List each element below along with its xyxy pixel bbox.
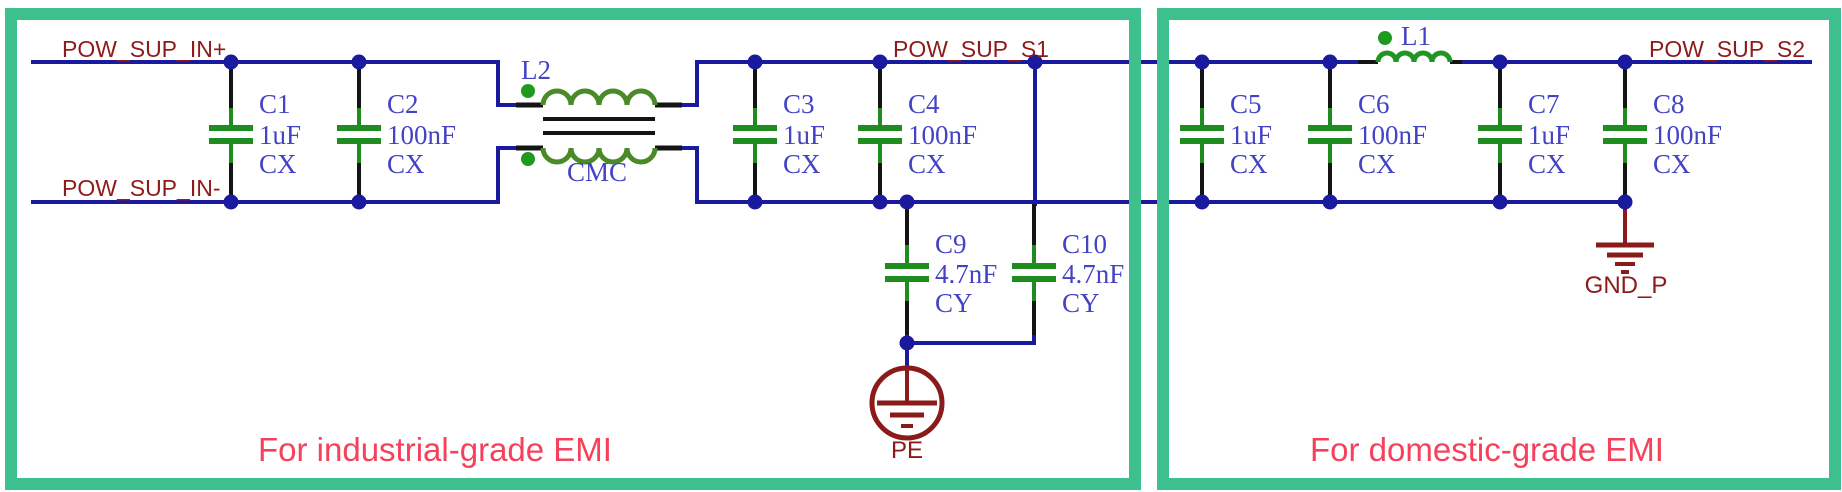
capacitor-symbol [885, 204, 929, 335]
junction-dots [223, 54, 1633, 351]
c4-type: CX [908, 149, 946, 179]
net-label-pow-sup-s1: POW_SUP_S1 [893, 36, 1049, 62]
industrial-section-border [5, 8, 1141, 490]
wire-y-cap-connector [905, 329, 1036, 345]
polarity-dot-icon [1378, 31, 1392, 45]
gnd-p-ground-icon [1596, 210, 1654, 274]
c10-type: CY [1062, 288, 1100, 318]
common-mode-choke-l2 [516, 84, 682, 166]
c4-value: 100nF [908, 120, 977, 150]
c10-ref: C10 [1062, 229, 1107, 259]
gnd-p-label: GND_P [1585, 272, 1668, 299]
capacitor-symbol [1308, 64, 1352, 200]
l2-ref: L2 [521, 55, 551, 85]
pe-label: PE [891, 437, 923, 464]
c10-value: 4.7nF [1062, 259, 1124, 289]
c8-ref: C8 [1653, 89, 1685, 119]
capacitor-c4 [858, 64, 902, 200]
polarity-dot-icon [521, 152, 535, 166]
capacitor-c10 [1012, 204, 1056, 335]
c3-ref: C3 [783, 89, 815, 119]
c2-value: 100nF [387, 120, 456, 150]
c5-value: 1uF [1230, 120, 1272, 150]
industrial-caption: For industrial-grade EMI [258, 431, 612, 468]
inductor-l1 [1358, 31, 1462, 64]
c8-value: 100nF [1653, 120, 1722, 150]
c9-value: 4.7nF [935, 259, 997, 289]
c2-type: CX [387, 149, 425, 179]
capacitor-c2 [337, 64, 381, 200]
choke-winding-bottom [540, 147, 658, 165]
c6-ref: C6 [1358, 89, 1390, 119]
inductor-winding [1375, 50, 1453, 63]
wire-in-minus [31, 146, 518, 204]
c7-value: 1uF [1528, 120, 1570, 150]
c9-ref: C9 [935, 229, 967, 259]
pe-ground-icon [869, 365, 945, 441]
net-label-pow-sup-in-plus: POW_SUP_IN+ [62, 36, 226, 62]
capacitor-symbol [733, 64, 777, 200]
c8-type: CX [1653, 149, 1691, 179]
capacitor-c8 [1603, 64, 1647, 200]
c6-value: 100nF [1358, 120, 1427, 150]
c2-ref: C2 [387, 89, 419, 119]
net-label-pow-sup-in-minus: POW_SUP_IN- [62, 175, 220, 201]
polarity-dot-icon [521, 84, 535, 98]
capacitor-symbol [1012, 204, 1056, 335]
c3-value: 1uF [783, 120, 825, 150]
c5-ref: C5 [1230, 89, 1262, 119]
domestic-section-border [1157, 8, 1841, 490]
wire-in-plus [31, 60, 518, 107]
c4-ref: C4 [908, 89, 940, 119]
wire-minus-rail [678, 146, 1627, 204]
c1-ref: C1 [259, 89, 291, 119]
c5-type: CX [1230, 149, 1268, 179]
capacitor-symbol [858, 64, 902, 200]
c6-type: CX [1358, 149, 1396, 179]
capacitor-c6 [1308, 64, 1352, 200]
c3-type: CX [783, 149, 821, 179]
capacitor-symbol [1478, 64, 1522, 200]
l1-ref: L1 [1401, 21, 1431, 51]
domestic-caption: For domestic-grade EMI [1310, 431, 1664, 468]
capacitor-symbol [1603, 64, 1647, 200]
capacitor-c9 [885, 204, 929, 335]
capacitor-c5 [1180, 64, 1224, 200]
capacitor-symbol [337, 64, 381, 200]
c9-type: CY [935, 288, 973, 318]
capacitor-symbol [1180, 64, 1224, 200]
c7-ref: C7 [1528, 89, 1560, 119]
c1-type: CX [259, 149, 297, 179]
choke-winding-top [540, 88, 658, 106]
c1-value: 1uF [259, 120, 301, 150]
net-label-pow-sup-s2: POW_SUP_S2 [1649, 36, 1805, 62]
capacitor-c7 [1478, 64, 1522, 200]
c7-type: CX [1528, 149, 1566, 179]
l2-label: CMC [567, 157, 627, 187]
capacitor-c3 [733, 64, 777, 200]
